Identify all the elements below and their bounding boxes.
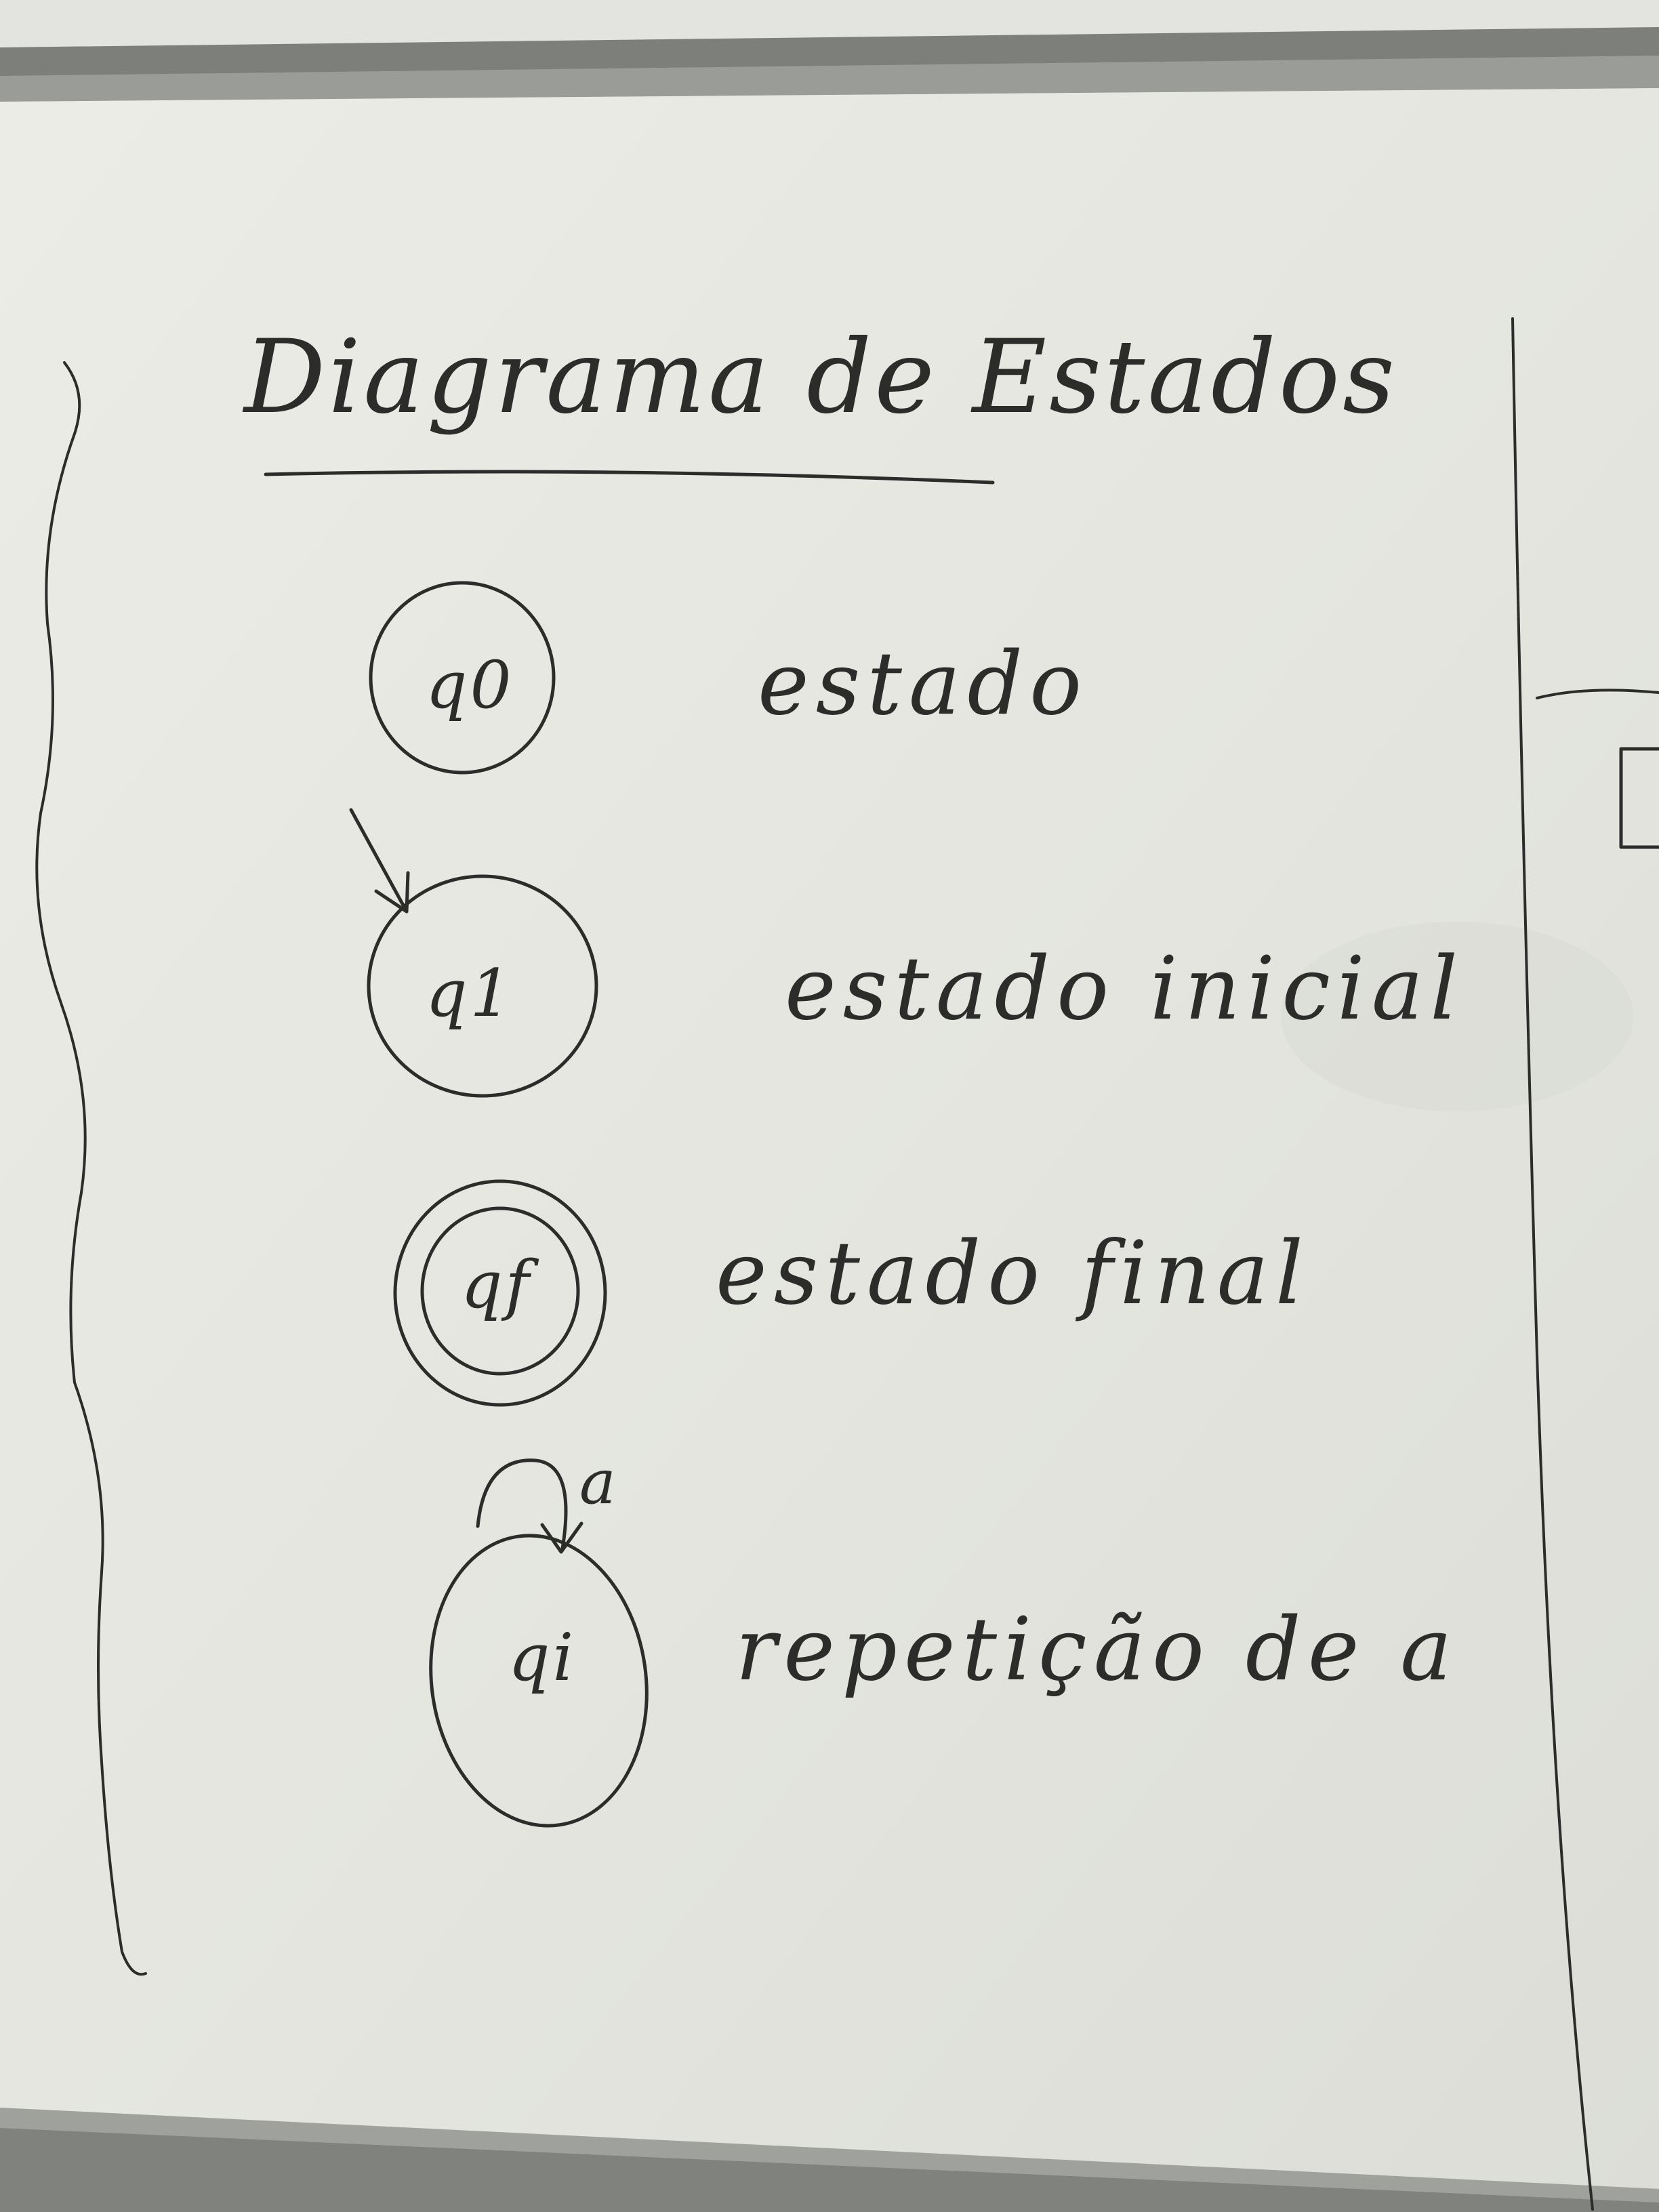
state-description-estado: estado — [758, 634, 1089, 735]
smudge — [1281, 922, 1633, 1111]
state-description-final: estado final — [716, 1223, 1310, 1324]
title-underline — [264, 470, 995, 485]
state-label-q1: q1 — [426, 956, 514, 1031]
left-brace — [35, 361, 147, 1976]
state-description-repeticao: repetição de a — [735, 1599, 1459, 1700]
state-label-q0: q0 — [426, 647, 514, 723]
self-loop-symbol: a — [579, 1447, 620, 1518]
whiteboard-surface — [0, 88, 1659, 2189]
state-circle-qi — [429, 1534, 649, 1828]
state-description-inicial: estado inicial — [785, 939, 1465, 1040]
state-label-qi: qi — [508, 1620, 577, 1696]
frame-top-edge — [0, 56, 1659, 102]
state-label-qf: qf — [461, 1247, 532, 1323]
state-circle-q1 — [367, 874, 598, 1098]
self-loop-arrow-head — [540, 1521, 583, 1554]
divider-line — [1511, 317, 1594, 2211]
state-circle-qf-inner — [420, 1206, 580, 1376]
initial-arrow-head — [374, 871, 410, 914]
state-circle-qf-outer — [393, 1179, 607, 1407]
diagram-title: Diagrama de Estados — [244, 319, 1398, 436]
initial-arrow-shaft — [349, 808, 409, 914]
state-circle-q0 — [369, 581, 556, 775]
marker-tray — [0, 2128, 1659, 2212]
edge-letter-fragment — [1619, 747, 1659, 849]
edge-stroke — [1536, 689, 1659, 699]
self-loop-arc — [476, 1458, 568, 1551]
